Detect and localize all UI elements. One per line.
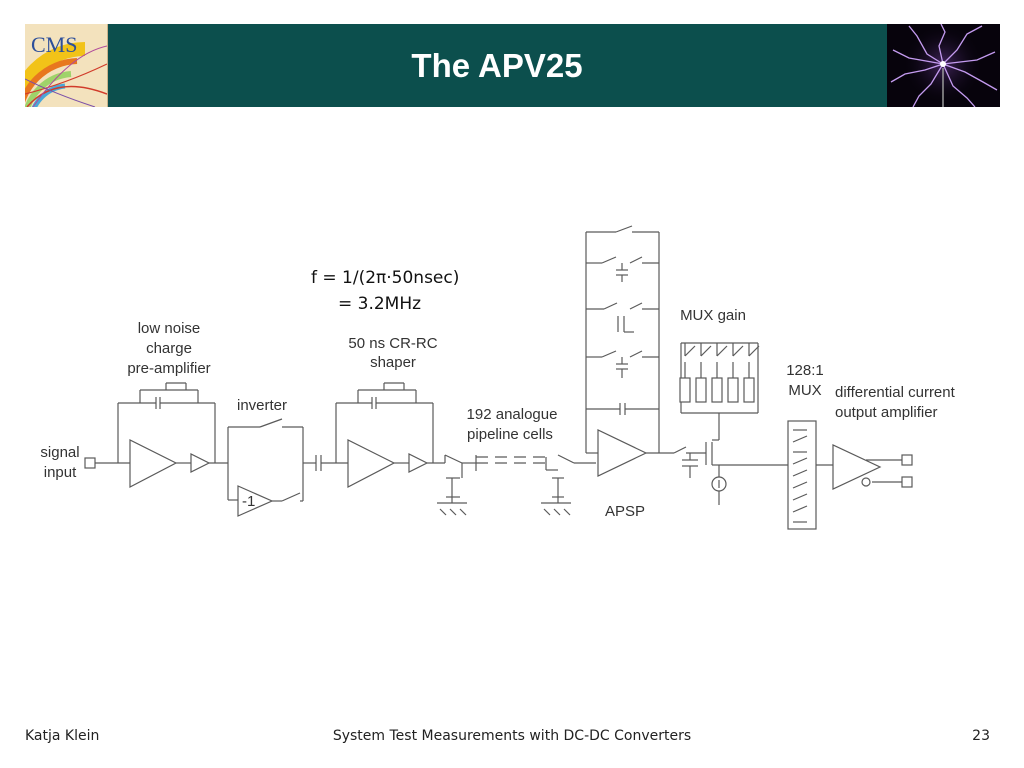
page-number: 23 [972,728,990,744]
cms-logo: CMS [25,24,108,107]
apsp-block [585,225,706,477]
plasma-ball-graphic [887,24,1000,107]
apsp-label: APSP [605,503,645,520]
mux-128-label-1: 128:1 [786,362,824,379]
signal-input-label-1: signal [40,444,79,461]
diff-amp-label-1: differential current [835,384,956,401]
footer-title: System Test Measurements with DC-DC Conv… [332,728,692,744]
cms-logo-text: CMS [31,32,77,57]
shaper-label-2: shaper [370,354,416,371]
frequency-value: = 3.2MHz [338,294,421,314]
signal-input-label-2: input [44,464,77,481]
differential-amplifier [832,444,913,490]
inverter-label: inverter [237,397,287,414]
pipeline-label-2: pipeline cells [467,426,553,443]
preamplifier-block [117,382,228,488]
preamp-label-3: pre-amplifier [127,360,210,377]
shaper-block [335,382,445,488]
footer-author: Katja Klein [25,728,100,744]
mux-128-block [787,420,833,530]
page-title: The APV25 [411,46,583,84]
output-stage [682,439,788,505]
signal-input-terminal [84,457,96,469]
inverter-gain-label: -1 [242,493,255,510]
mux-gain-label: MUX gain [680,307,746,324]
apv25-block-diagram: f = 1/(2π·50nsec) = 3.2MHz signal input … [40,225,956,530]
mux-gain-block [679,342,760,440]
pipeline-label-1: 192 analogue [467,406,558,423]
preamp-label-2: charge [146,340,192,357]
preamp-label-1: low noise [138,320,201,337]
inverter-block [227,418,348,517]
cms-logo-graphic: CMS [25,24,107,107]
plasma-ball-image [887,24,1000,107]
title-bar [25,24,1000,107]
mux-128-label-2: MUX [788,382,821,399]
frequency-formula: f = 1/(2π·50nsec) [311,268,459,288]
diff-amp-label-2: output amplifier [835,404,938,421]
pipeline-cells [437,454,596,516]
shaper-label-1: 50 ns CR-RC [348,335,437,352]
